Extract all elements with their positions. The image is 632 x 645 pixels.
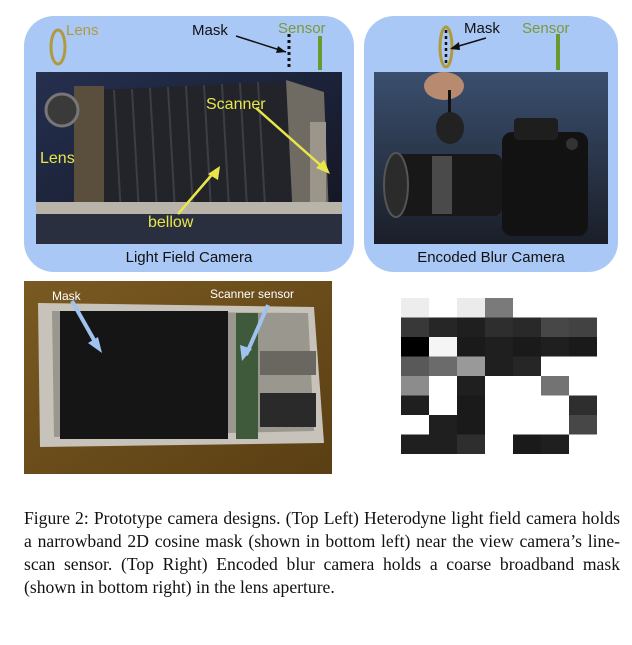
lens-ellipse	[438, 25, 454, 69]
encoded-blur-camera-panel: Mask Sensor Encoded Blur Camera	[364, 16, 618, 272]
mask-cell	[513, 337, 542, 357]
mask-cell	[429, 434, 458, 454]
mask-cell	[485, 337, 514, 357]
mask-cell	[485, 415, 514, 435]
mask-cell	[541, 434, 570, 454]
figure-caption: Figure 2: Prototype camera designs. (Top…	[24, 508, 620, 597]
mask-cell	[457, 317, 486, 338]
mask-cell	[513, 356, 542, 377]
mask-cell	[401, 298, 430, 318]
mask-cell	[569, 376, 597, 396]
diagram-sensor-label: Sensor	[278, 20, 326, 37]
mask-cell	[569, 337, 597, 357]
mask-cell	[485, 376, 514, 396]
mask-cell	[541, 298, 570, 318]
mask-cell	[401, 337, 430, 357]
encoded-blur-diagram	[438, 25, 560, 70]
photo-lens-label: Lens	[40, 150, 75, 167]
mask-cell	[569, 356, 597, 377]
mask-cell	[485, 298, 514, 318]
photo-scanner-label: Scanner	[206, 96, 266, 113]
mask-cell	[457, 376, 486, 396]
cosine-mask-photo: Mask Scanner sensor	[24, 281, 332, 474]
mask-cell	[569, 298, 597, 318]
mask-cell	[569, 415, 597, 435]
mask-cell	[457, 356, 486, 377]
mask-cell	[429, 376, 458, 396]
mask-cell	[401, 415, 430, 435]
mask-cell	[429, 337, 458, 357]
camera-photo-art	[36, 72, 342, 244]
mask-cell	[401, 376, 430, 396]
mask-cell	[401, 317, 430, 338]
mask-cell	[485, 356, 514, 377]
diagram-sensor-label: Sensor	[522, 20, 570, 37]
encoded-blur-camera-caption: Encoded Blur Camera	[417, 249, 565, 266]
mask-cell	[457, 415, 486, 435]
mask-cell	[541, 317, 570, 338]
diagram-mask-label: Mask	[192, 22, 228, 39]
camera-photo-art	[374, 72, 608, 244]
encoded-blur-camera-photo	[374, 72, 608, 244]
mask-cell	[569, 317, 597, 338]
mask-cell	[429, 395, 458, 416]
broadband-mask-pattern	[401, 298, 597, 454]
mask-cell	[513, 317, 542, 338]
mask-cell	[457, 434, 486, 454]
mask-cell	[401, 395, 430, 416]
diagram-mask-label: Mask	[464, 20, 500, 37]
diagram-lens-label: Lens	[66, 22, 99, 39]
mask-cell	[485, 395, 514, 416]
mask-cell	[457, 298, 486, 318]
mask-cell	[485, 317, 514, 338]
mask-cell	[541, 376, 570, 396]
mask-cell	[457, 395, 486, 416]
mask-cell	[541, 395, 570, 416]
lens-ellipse	[49, 28, 67, 66]
mask-cell	[569, 434, 597, 454]
mask-cell	[513, 376, 542, 396]
bottom-mask-label: Mask	[52, 289, 81, 303]
mask-cell	[401, 356, 430, 377]
mask-cell	[401, 434, 430, 454]
photo-bellow-label: bellow	[148, 214, 194, 231]
mask-cell	[485, 434, 514, 454]
mask-cell	[429, 317, 458, 338]
scanner-sensor-label: Scanner sensor	[210, 287, 295, 301]
mask-cell	[541, 415, 570, 435]
mask-cell	[429, 298, 458, 318]
mask-cell	[541, 337, 570, 357]
mask-cell	[569, 395, 597, 416]
mask-photo-art	[24, 281, 332, 474]
mask-cell	[457, 337, 486, 357]
mask-cell	[429, 356, 458, 377]
mask-cell	[513, 298, 542, 318]
mask-cell	[513, 395, 542, 416]
light-field-camera-caption: Light Field Camera	[125, 249, 253, 266]
mask-cell	[513, 415, 542, 435]
light-field-diagram	[49, 28, 322, 70]
light-field-camera-panel: Lens Mask Sensor	[24, 16, 354, 272]
mask-cell	[429, 415, 458, 435]
mask-cell	[541, 356, 570, 377]
mask-cell	[513, 434, 542, 454]
light-field-camera-photo: Scanner Lens bellow	[36, 72, 342, 244]
